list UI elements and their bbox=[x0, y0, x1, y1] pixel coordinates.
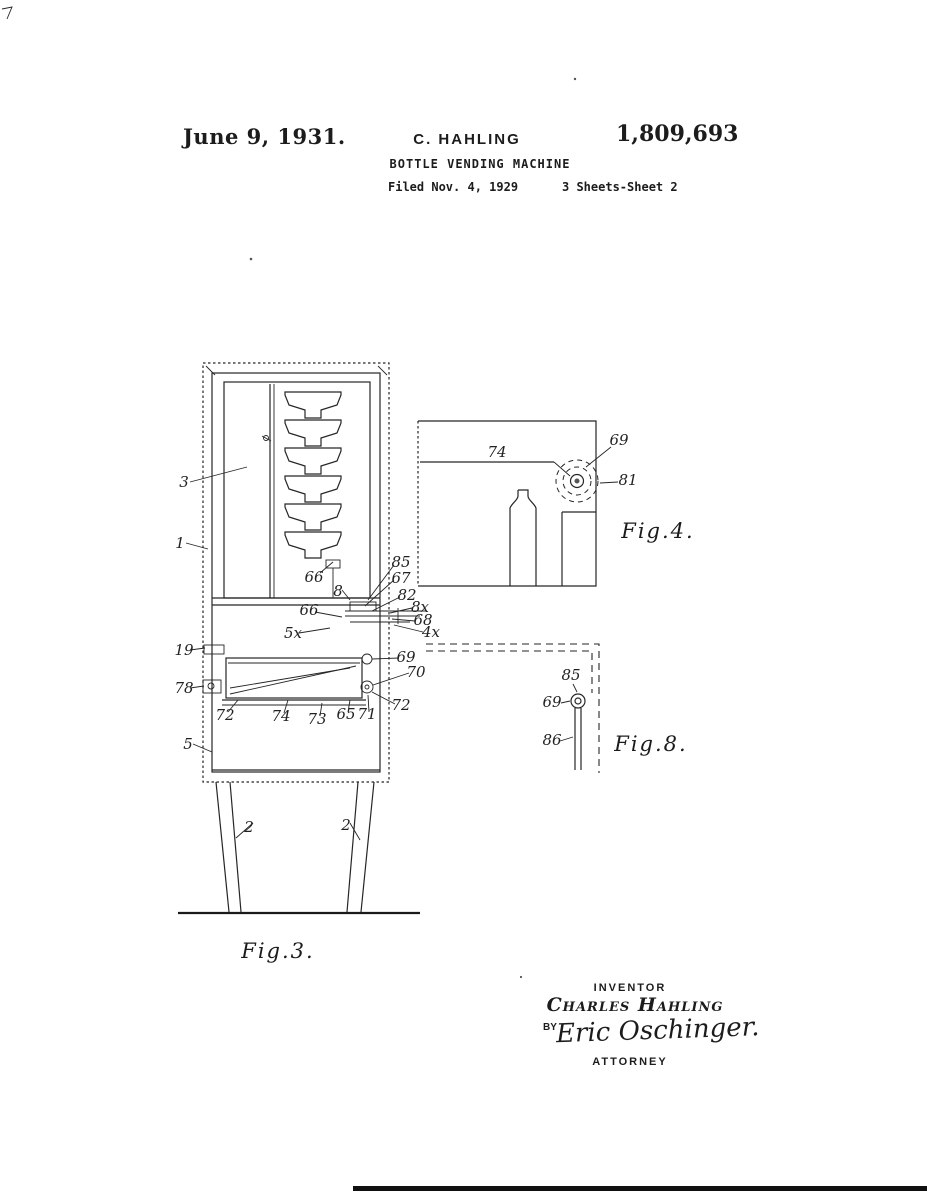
ref-label-65: 65 bbox=[336, 705, 355, 723]
scan-speck bbox=[249, 257, 253, 261]
bottle-stack bbox=[284, 391, 342, 559]
ref-label-4x: 4x bbox=[421, 623, 441, 641]
ref-label-19: 19 bbox=[174, 641, 194, 659]
ref-label-70: 70 bbox=[406, 663, 426, 681]
fig8-caption: Fig.8. bbox=[613, 732, 687, 756]
patent-date: June 9, 1931. bbox=[183, 124, 346, 149]
ref-label-85: 85 bbox=[391, 553, 410, 571]
ref-label-8: 8 bbox=[333, 582, 343, 600]
ref-label-2b: 2 bbox=[340, 816, 351, 834]
ref-label-85: 85 bbox=[561, 666, 580, 684]
ref-label-73: 73 bbox=[307, 710, 326, 728]
ref-label-81: 81 bbox=[618, 471, 637, 489]
fig3-leader-lines bbox=[185, 466, 424, 841]
ref-label-74: 74 bbox=[271, 707, 290, 725]
ref-label-3: 3 bbox=[179, 473, 189, 491]
ref-label-67: 67 bbox=[391, 569, 411, 587]
fig3-caption: Fig.3. bbox=[240, 939, 314, 963]
scan-mark bbox=[1, 6, 13, 20]
attorney-caption: ATTORNEY bbox=[592, 1056, 668, 1068]
ref-label-69: 69 bbox=[542, 693, 562, 711]
cabinet-legs bbox=[215, 781, 375, 913]
ref-label-82: 82 bbox=[397, 586, 416, 604]
patent-number: 1,809,693 bbox=[616, 121, 739, 147]
fig4-leader-lines bbox=[585, 446, 619, 484]
ref-label-1: 1 bbox=[175, 534, 185, 552]
inventor-name: Charles Hahling bbox=[546, 994, 724, 1016]
inventor-header: C. HAHLING bbox=[413, 131, 521, 148]
figure-3-cabinet: 3 1 66 8 85 67 82 8x 66 68 4x 5x 19 69 7… bbox=[174, 362, 441, 963]
inventor-caption: INVENTOR bbox=[593, 982, 667, 994]
ref-label-86: 86 bbox=[542, 731, 562, 749]
ref-label-5: 5 bbox=[183, 735, 193, 753]
ref-label-66b: 66 bbox=[299, 601, 319, 619]
fig8-leader-lines bbox=[559, 683, 578, 742]
release-mechanism bbox=[345, 601, 427, 624]
ref-label-72b: 72 bbox=[391, 696, 410, 714]
ref-label-2a: 2 bbox=[243, 818, 254, 836]
ref-label-69: 69 bbox=[609, 431, 629, 449]
ref-label-71: 71 bbox=[357, 705, 376, 723]
scan-speck bbox=[573, 77, 577, 81]
scan-artifact-line bbox=[353, 1186, 927, 1191]
patent-title: BOTTLE VENDING MACHINE bbox=[389, 157, 571, 171]
ref-label-74: 74 bbox=[487, 443, 506, 461]
ref-label-8x: 8x bbox=[411, 598, 430, 616]
figure-4-detail: 74 69 81 Fig.4. bbox=[417, 420, 694, 587]
delivery-tray bbox=[222, 657, 366, 706]
ref-label-5x: 5x bbox=[284, 624, 303, 642]
figure-8-detail: 85 69 86 Fig.8. bbox=[426, 643, 687, 773]
ref-label-66a: 66 bbox=[304, 568, 324, 586]
bottle-outline bbox=[509, 489, 537, 586]
ref-label-69: 69 bbox=[396, 648, 416, 666]
scan-speck bbox=[519, 975, 523, 979]
sheet-info: 3 Sheets-Sheet 2 bbox=[562, 180, 678, 194]
ref-label-78: 78 bbox=[174, 679, 193, 697]
by-label: BY bbox=[543, 1022, 557, 1033]
fig4-caption: Fig.4. bbox=[620, 519, 694, 543]
ref-label-68: 68 bbox=[413, 611, 432, 629]
ref-label-72a: 72 bbox=[215, 706, 234, 724]
filed-date: Filed Nov. 4, 1929 bbox=[388, 180, 519, 194]
ratchet-wheel bbox=[555, 459, 599, 503]
